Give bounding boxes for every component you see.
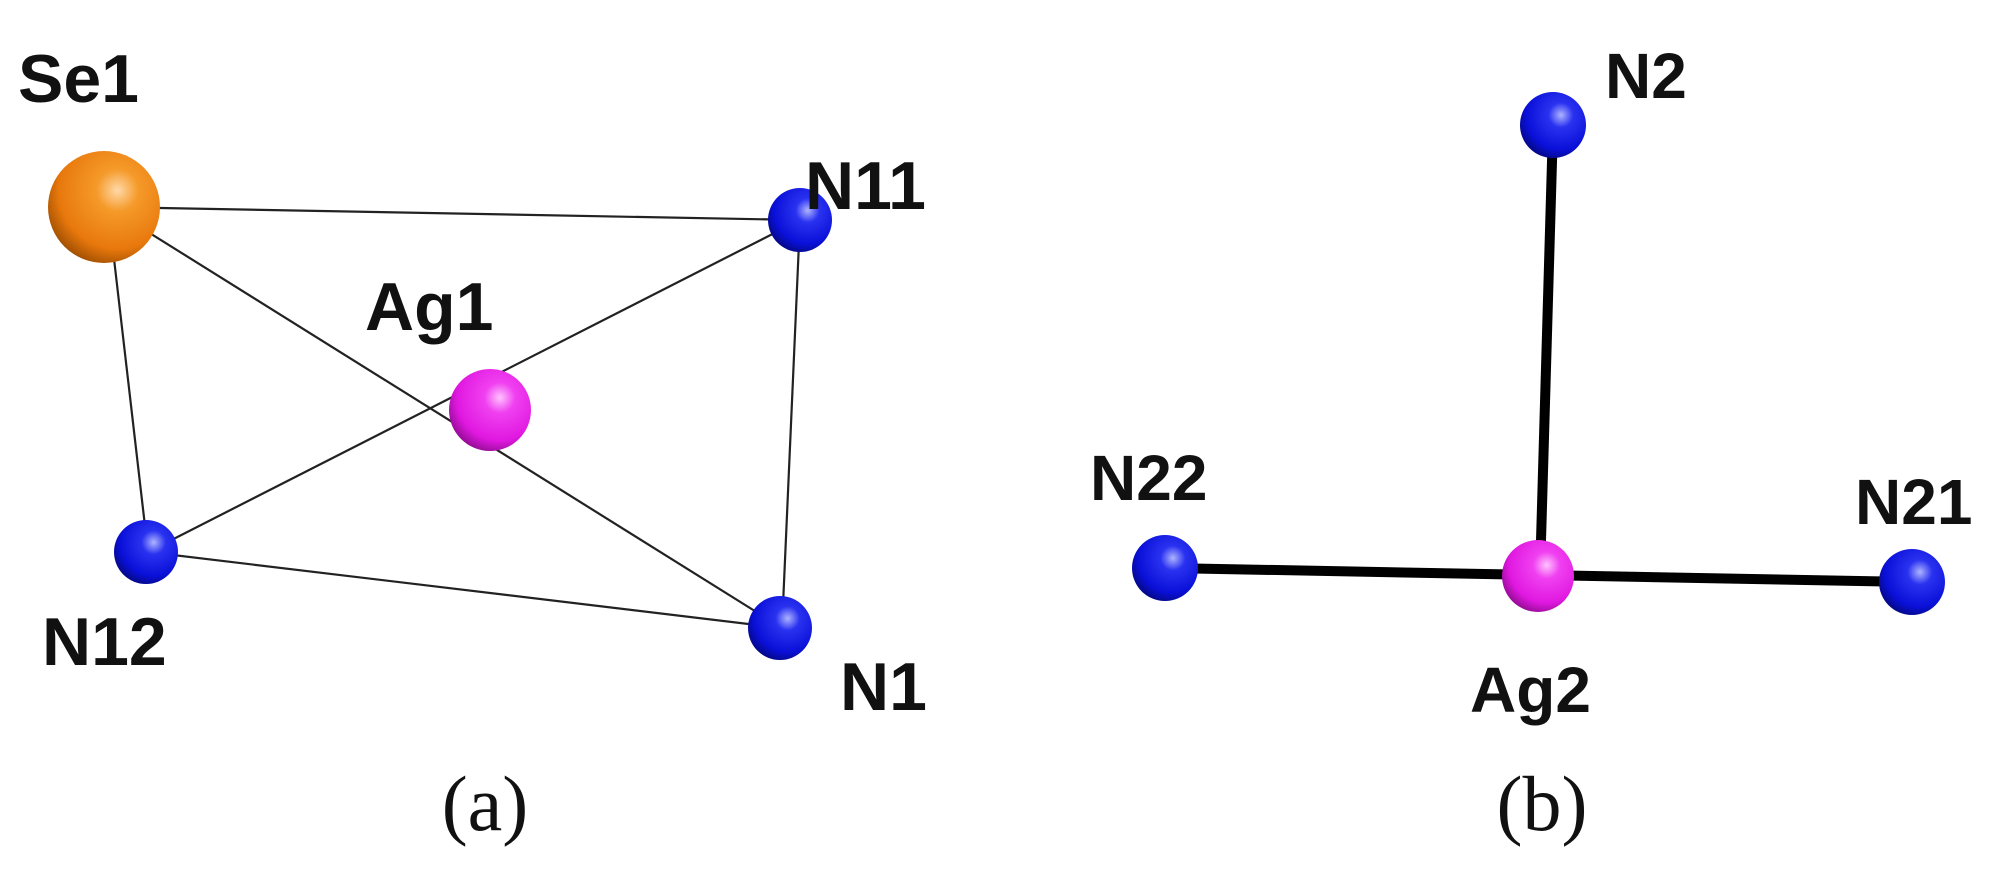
atom-n2 bbox=[1520, 92, 1586, 158]
atom-n12 bbox=[114, 520, 178, 584]
edge-se1-n12 bbox=[106, 205, 150, 554]
atom-n21 bbox=[1879, 549, 1945, 615]
caption-b: (b) bbox=[1497, 760, 1588, 847]
label-ag1: Ag1 bbox=[365, 269, 493, 345]
label-n1: N1 bbox=[840, 649, 927, 725]
edge-se1-n1 bbox=[106, 205, 784, 630]
label-n22: N22 bbox=[1090, 442, 1207, 514]
edge-n11-n1 bbox=[780, 218, 802, 630]
label-n21: N21 bbox=[1855, 466, 1972, 538]
atom-se1 bbox=[48, 151, 160, 263]
bond-ag2-n21 bbox=[1535, 570, 1917, 587]
atom-n22 bbox=[1132, 535, 1198, 601]
edge-n12-n1 bbox=[146, 550, 784, 630]
edge-se1-n11 bbox=[106, 205, 802, 222]
atom-n11 bbox=[768, 188, 832, 252]
caption-a: (a) bbox=[442, 760, 529, 847]
label-n12: N12 bbox=[42, 604, 167, 680]
bond-ag2-n2 bbox=[1535, 122, 1558, 580]
atom-n1 bbox=[748, 596, 812, 660]
label-n2: N2 bbox=[1605, 40, 1687, 112]
label-ag2: Ag2 bbox=[1470, 654, 1591, 726]
atom-ag1 bbox=[449, 369, 531, 451]
bond-ag2-n22 bbox=[1162, 563, 1545, 580]
atom-ag2 bbox=[1502, 540, 1574, 612]
label-n11: N11 bbox=[805, 148, 926, 224]
label-se1: Se1 bbox=[18, 41, 139, 117]
panel-a: Se1 N11 Ag1 N12 N1 (a) bbox=[18, 41, 927, 847]
panel-b: N2 N22 N21 Ag2 (b) bbox=[1090, 40, 1972, 847]
